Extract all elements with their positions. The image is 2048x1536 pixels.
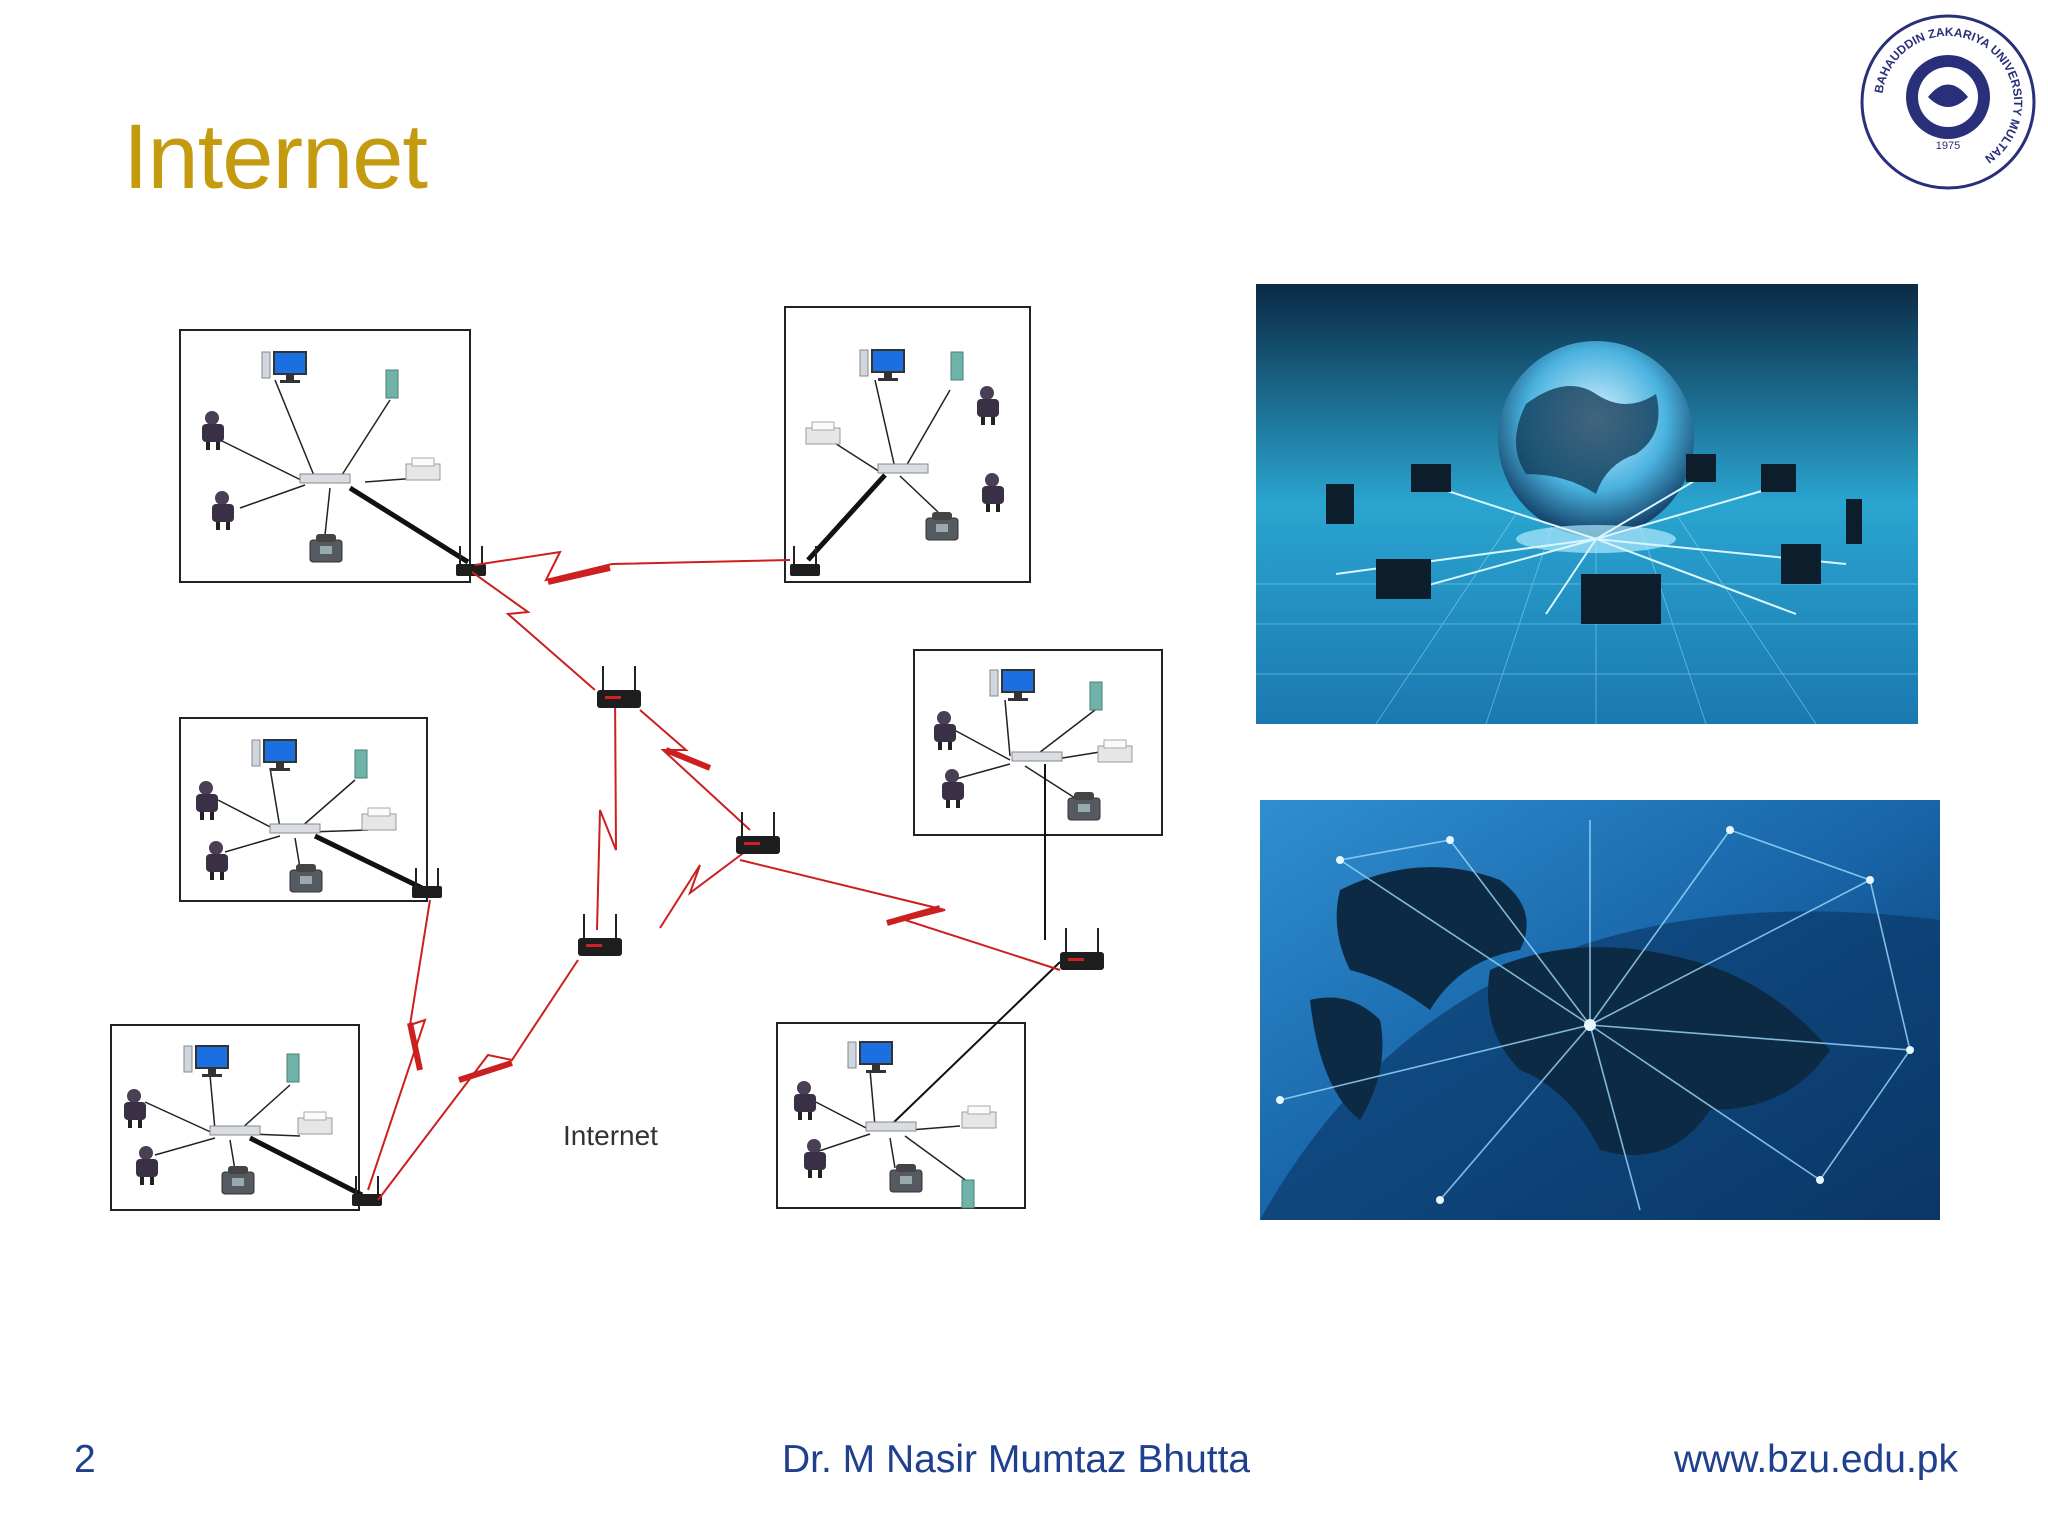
university-logo: BAHAUDDIN ZAKARIYA UNIVERSITY MULTAN 197… xyxy=(1860,14,2036,190)
footer-website: www.bzu.edu.pk xyxy=(1674,1438,1958,1481)
lan-box-top-left xyxy=(179,329,487,583)
logo-year: 1975 xyxy=(1936,140,1960,152)
network-diagram: Internet xyxy=(110,306,1163,1211)
globe-network-image xyxy=(1256,284,1918,724)
core-router-top xyxy=(596,665,642,709)
footer-author: Dr. M Nasir Mumtaz Bhutta xyxy=(782,1438,1251,1481)
lan-box-top-right xyxy=(784,306,1031,583)
world-network-image xyxy=(1260,800,1940,1220)
core-router-far-right xyxy=(1059,927,1105,971)
internet-links xyxy=(367,550,1061,1201)
internet-label: Internet xyxy=(563,1120,658,1151)
lan-box-middle-left xyxy=(179,717,443,902)
slide-title: Internet xyxy=(123,106,428,208)
page-number: 2 xyxy=(74,1438,96,1481)
lan-box-middle-right xyxy=(913,649,1163,940)
lan-box-bottom-right xyxy=(776,961,1061,1209)
lan-box-bottom-left xyxy=(110,1024,383,1211)
zigzag-marks xyxy=(407,565,941,1083)
core-router-right xyxy=(735,811,781,855)
core-router-center xyxy=(577,913,623,957)
